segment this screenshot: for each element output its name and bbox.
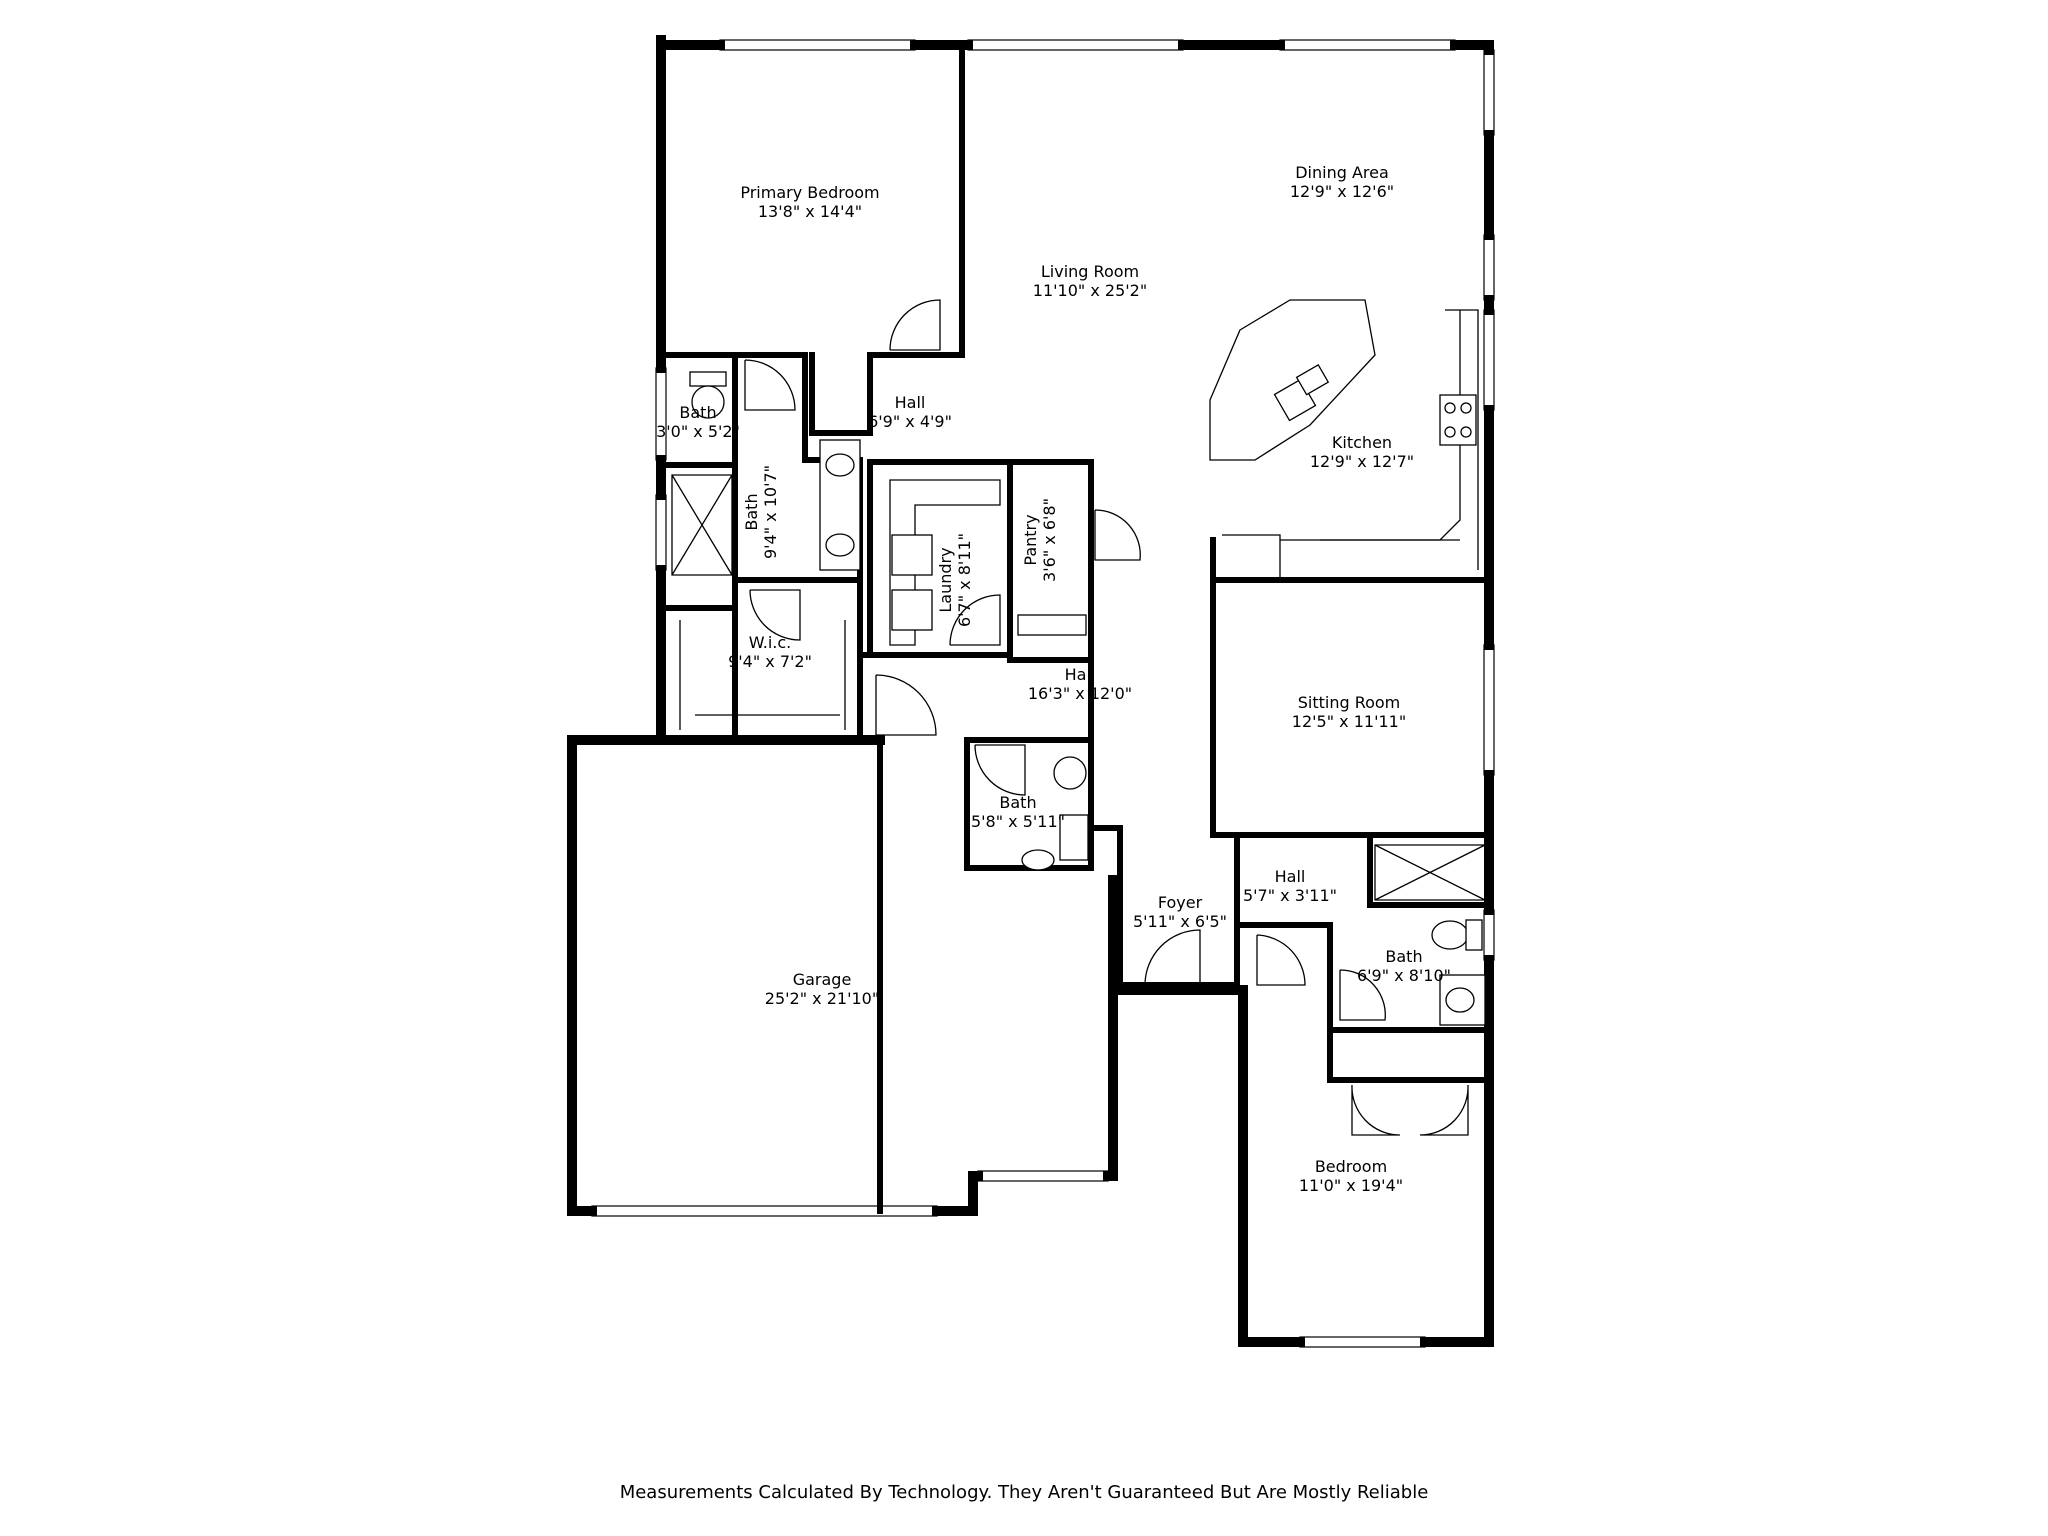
doors [744, 299, 1469, 1136]
interior-walls [658, 42, 1492, 1214]
label-wic-name: W.i.c. [749, 633, 791, 652]
label-hall-upper-dims: 6'9" x 4'9" [868, 412, 952, 431]
door-bedroom [1256, 934, 1306, 986]
label-kitchen-name: Kitchen [1332, 433, 1392, 452]
label-sitting-room-dims: 12'5" x 11'11" [1292, 712, 1406, 731]
door-foyer [1144, 929, 1201, 986]
window-bedroom [1299, 1336, 1426, 1348]
door-wic [749, 589, 801, 641]
window-primary-bedroom [719, 39, 916, 51]
windows [591, 39, 1495, 1348]
window-kitchen-sink [1483, 309, 1495, 411]
window-living-room [967, 39, 1184, 51]
window-dining-side-2 [1483, 234, 1495, 301]
window-bath-guest [1483, 909, 1495, 961]
label-foyer-name: Foyer [1158, 893, 1203, 912]
door-hall-center [875, 674, 937, 736]
door-bath-half [974, 744, 1026, 796]
window-garage-step [977, 1170, 1109, 1182]
door-primary-bedroom [889, 299, 941, 351]
label-hall-center-name: Hall [1065, 665, 1096, 684]
window-dining-area [1279, 39, 1456, 51]
label-hall-lower-dims: 5'7" x 3'11" [1243, 886, 1337, 905]
label-bath-guest-name: Bath [1385, 947, 1422, 966]
label-garage-dims: 25'2" x 21'10" [765, 989, 879, 1008]
door-pantry [1094, 509, 1141, 561]
window-primary-bath [655, 494, 667, 571]
label-bath-small-dims: 3'0" x 5'2" [656, 422, 740, 441]
label-dining-area-name: Dining Area [1295, 163, 1389, 182]
label-bath-primary-dims: 9'4" x 10'7" [761, 465, 780, 559]
door-laundry [949, 594, 1001, 646]
label-hall-lower-name: Hall [1275, 867, 1306, 886]
label-laundry-dims: 6'7" x 8'11" [955, 533, 974, 627]
window-bath-small [655, 367, 667, 461]
door-bath-guest [1339, 969, 1386, 1021]
window-garage-front [591, 1205, 938, 1217]
label-bath-half-dims: 5'8" x 5'11" [971, 812, 1065, 831]
label-hall-center-dims: 16'3" x 12'0" [1028, 684, 1132, 703]
label-kitchen-dims: 12'9" x 12'7" [1310, 452, 1414, 471]
label-bedroom-name: Bedroom [1315, 1157, 1387, 1176]
label-garage-name: Garage [793, 970, 852, 989]
label-bath-primary-name: Bath [742, 493, 761, 530]
closet-doors [1351, 1084, 1469, 1136]
label-bedroom-dims: 11'0" x 19'4" [1299, 1176, 1403, 1195]
room-labels: Primary Bedroom 13'8" x 14'4" Living Roo… [656, 163, 1451, 1195]
label-bath-half-name: Bath [999, 793, 1036, 812]
door-bath-small [744, 359, 796, 411]
label-foyer-dims: 5'11" x 6'5" [1133, 912, 1227, 931]
label-pantry-dims: 3'6" x 6'8" [1040, 498, 1059, 582]
label-primary-bedroom-name: Primary Bedroom [740, 183, 879, 202]
label-hall-upper-name: Hall [895, 393, 926, 412]
fixtures [679, 299, 1486, 1026]
label-living-room-name: Living Room [1041, 262, 1139, 281]
label-bath-small-name: Bath [679, 403, 716, 422]
label-bath-guest-dims: 6'9" x 8'10" [1357, 966, 1451, 985]
window-dining-side-1 [1483, 49, 1495, 136]
label-living-room-dims: 11'10" x 25'2" [1033, 281, 1147, 300]
window-sitting-room [1483, 644, 1495, 776]
label-dining-area-dims: 12'9" x 12'6" [1290, 182, 1394, 201]
label-laundry-name: Laundry [936, 547, 955, 612]
label-pantry-name: Pantry [1021, 514, 1040, 565]
measurement-disclaimer: Measurements Calculated By Technology. T… [619, 1482, 1429, 1503]
label-sitting-room-name: Sitting Room [1298, 693, 1401, 712]
label-wic-dims: 9'4" x 7'2" [728, 652, 812, 671]
label-primary-bedroom-dims: 13'8" x 14'4" [758, 202, 862, 221]
